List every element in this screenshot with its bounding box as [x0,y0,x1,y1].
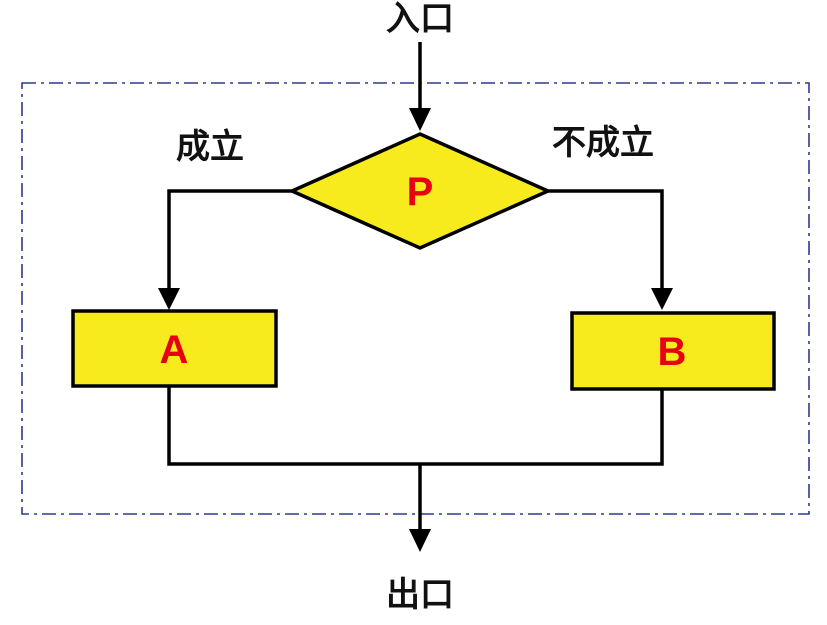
decision-diamond [287,132,553,250]
entry-arrowhead [409,108,431,131]
exit-arrowhead [409,529,431,552]
false-branch-arrowhead [651,288,673,310]
true-branch-line [167,189,292,290]
decision-label: P [407,170,434,214]
merge-line [167,386,664,466]
process-a-box [71,309,278,388]
structure-boundary-box [21,82,810,515]
process-b-label: B [658,330,687,374]
process-b-box [570,311,776,391]
false-branch-line [548,189,664,290]
true-branch-label: 成立 [176,127,244,167]
exit-label: 出口 [386,575,454,615]
false-branch-label: 不成立 [552,123,654,163]
entry-label: 入口 [386,0,454,39]
process-a-label: A [160,328,189,372]
true-branch-arrowhead [158,288,180,310]
